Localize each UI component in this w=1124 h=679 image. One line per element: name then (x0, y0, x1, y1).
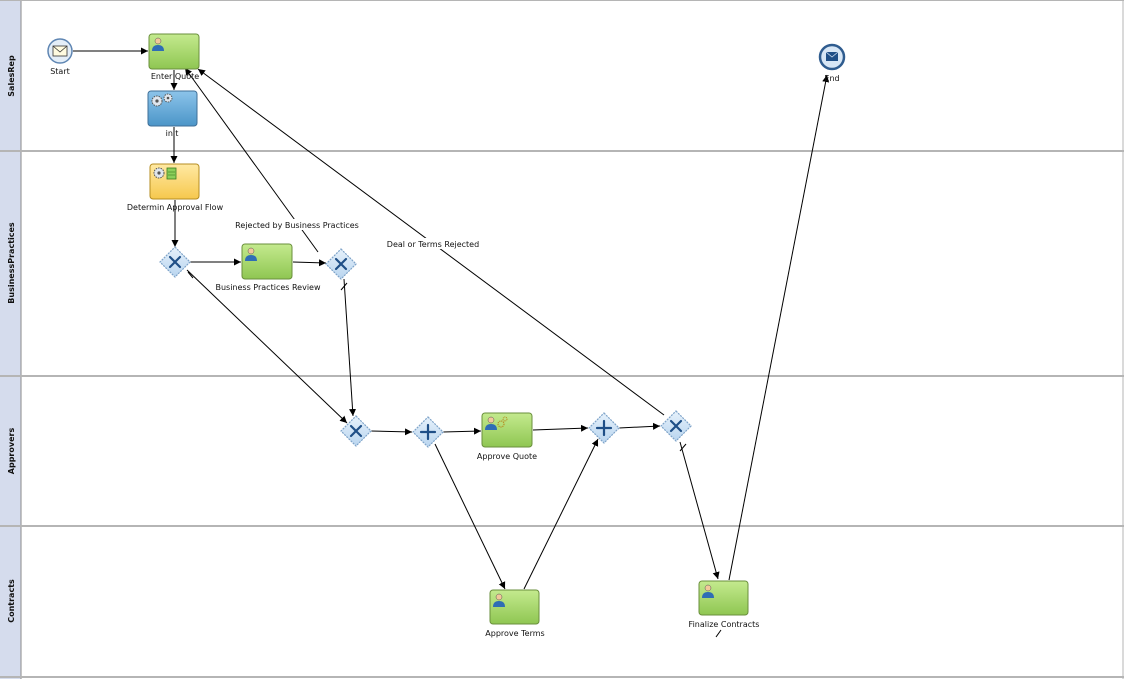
exclusive-gateway-4[interactable] (660, 410, 692, 442)
plus-mark-icon (595, 419, 613, 437)
x-mark-icon (349, 424, 363, 438)
exclusive-gateway-1[interactable] (159, 246, 191, 278)
envelope-icon (52, 45, 68, 57)
group-user-icon (485, 416, 508, 430)
task-init[interactable] (147, 90, 198, 127)
plus-mark-icon (419, 423, 437, 441)
flow-gateway4-to-finalize-contracts[interactable] (679, 441, 720, 580)
flow-split-to-approve-terms[interactable] (434, 443, 506, 590)
user-icon (702, 584, 714, 598)
default-flow-marker (340, 282, 348, 291)
task-business-practices-review-label: Business Practices Review (215, 283, 320, 292)
task-approve-terms-label: Approve Terms (485, 629, 544, 638)
default-flow-marker (187, 271, 194, 279)
flow-split-to-approve-quote[interactable] (442, 427, 482, 435)
exclusive-gateway-3[interactable] (340, 415, 372, 447)
start-event[interactable] (47, 38, 73, 64)
user-icon (245, 247, 257, 261)
user-icon (152, 37, 164, 51)
task-determin-approval-flow-label: Determin Approval Flow (127, 203, 224, 212)
sequence-flows (73, 47, 830, 638)
flow-gateway2-to-gateway3[interactable] (343, 278, 357, 417)
task-init-label: init (166, 129, 179, 138)
task-determin-approval-flow[interactable] (149, 163, 200, 200)
flow-approve-quote-to-join[interactable] (532, 424, 589, 432)
lane-header-column (0, 0, 21, 679)
business-rule-icon (153, 167, 177, 180)
task-approve-quote[interactable] (481, 412, 533, 448)
flow-join-to-gateway4[interactable] (618, 422, 661, 430)
flow-label-deal-or-terms-rejected: Deal or Terms Rejected (387, 240, 479, 249)
end-event-label: End (824, 74, 839, 83)
flow-approve-terms-to-join[interactable] (523, 438, 599, 590)
task-approve-terms[interactable] (489, 589, 540, 625)
x-mark-icon (669, 419, 683, 433)
flow-bp-review-to-gateway2[interactable] (292, 259, 327, 267)
flow-label-rejected-by-business-practices: Rejected by Business Practices (235, 221, 359, 230)
task-finalize-contracts[interactable] (698, 580, 749, 616)
lane-label-approvers: Approvers (7, 428, 16, 475)
parallel-gateway-split[interactable] (412, 416, 444, 448)
default-flow-marker (679, 443, 687, 452)
task-finalize-contracts-label: Finalize Contracts (689, 620, 760, 629)
end-event[interactable] (818, 43, 846, 71)
flow-gateway3-to-parallel-split[interactable] (370, 428, 413, 436)
envelope-icon (825, 51, 839, 61)
flow-gateway1-to-gateway3[interactable] (186, 269, 348, 424)
task-enter-quote-label: Enter Quote (151, 72, 199, 81)
x-mark-icon (168, 255, 182, 269)
exclusive-gateway-2[interactable] (325, 248, 357, 280)
lane-label-contracts: Contracts (7, 579, 16, 623)
x-mark-icon (334, 257, 348, 271)
start-event-label: Start (50, 67, 70, 76)
task-business-practices-review[interactable] (241, 243, 293, 280)
task-approve-quote-label: Approve Quote (477, 452, 537, 461)
lane-label-businesspractices: BusinessPractices (7, 222, 16, 304)
user-icon (493, 593, 505, 607)
default-flow-marker (715, 629, 722, 638)
gears-icon (151, 93, 173, 107)
flow-finalize-to-end[interactable] (728, 74, 830, 581)
task-enter-quote[interactable] (148, 33, 200, 70)
lane-label-salesrep: SalesRep (7, 55, 16, 97)
parallel-gateway-join[interactable] (588, 412, 620, 444)
